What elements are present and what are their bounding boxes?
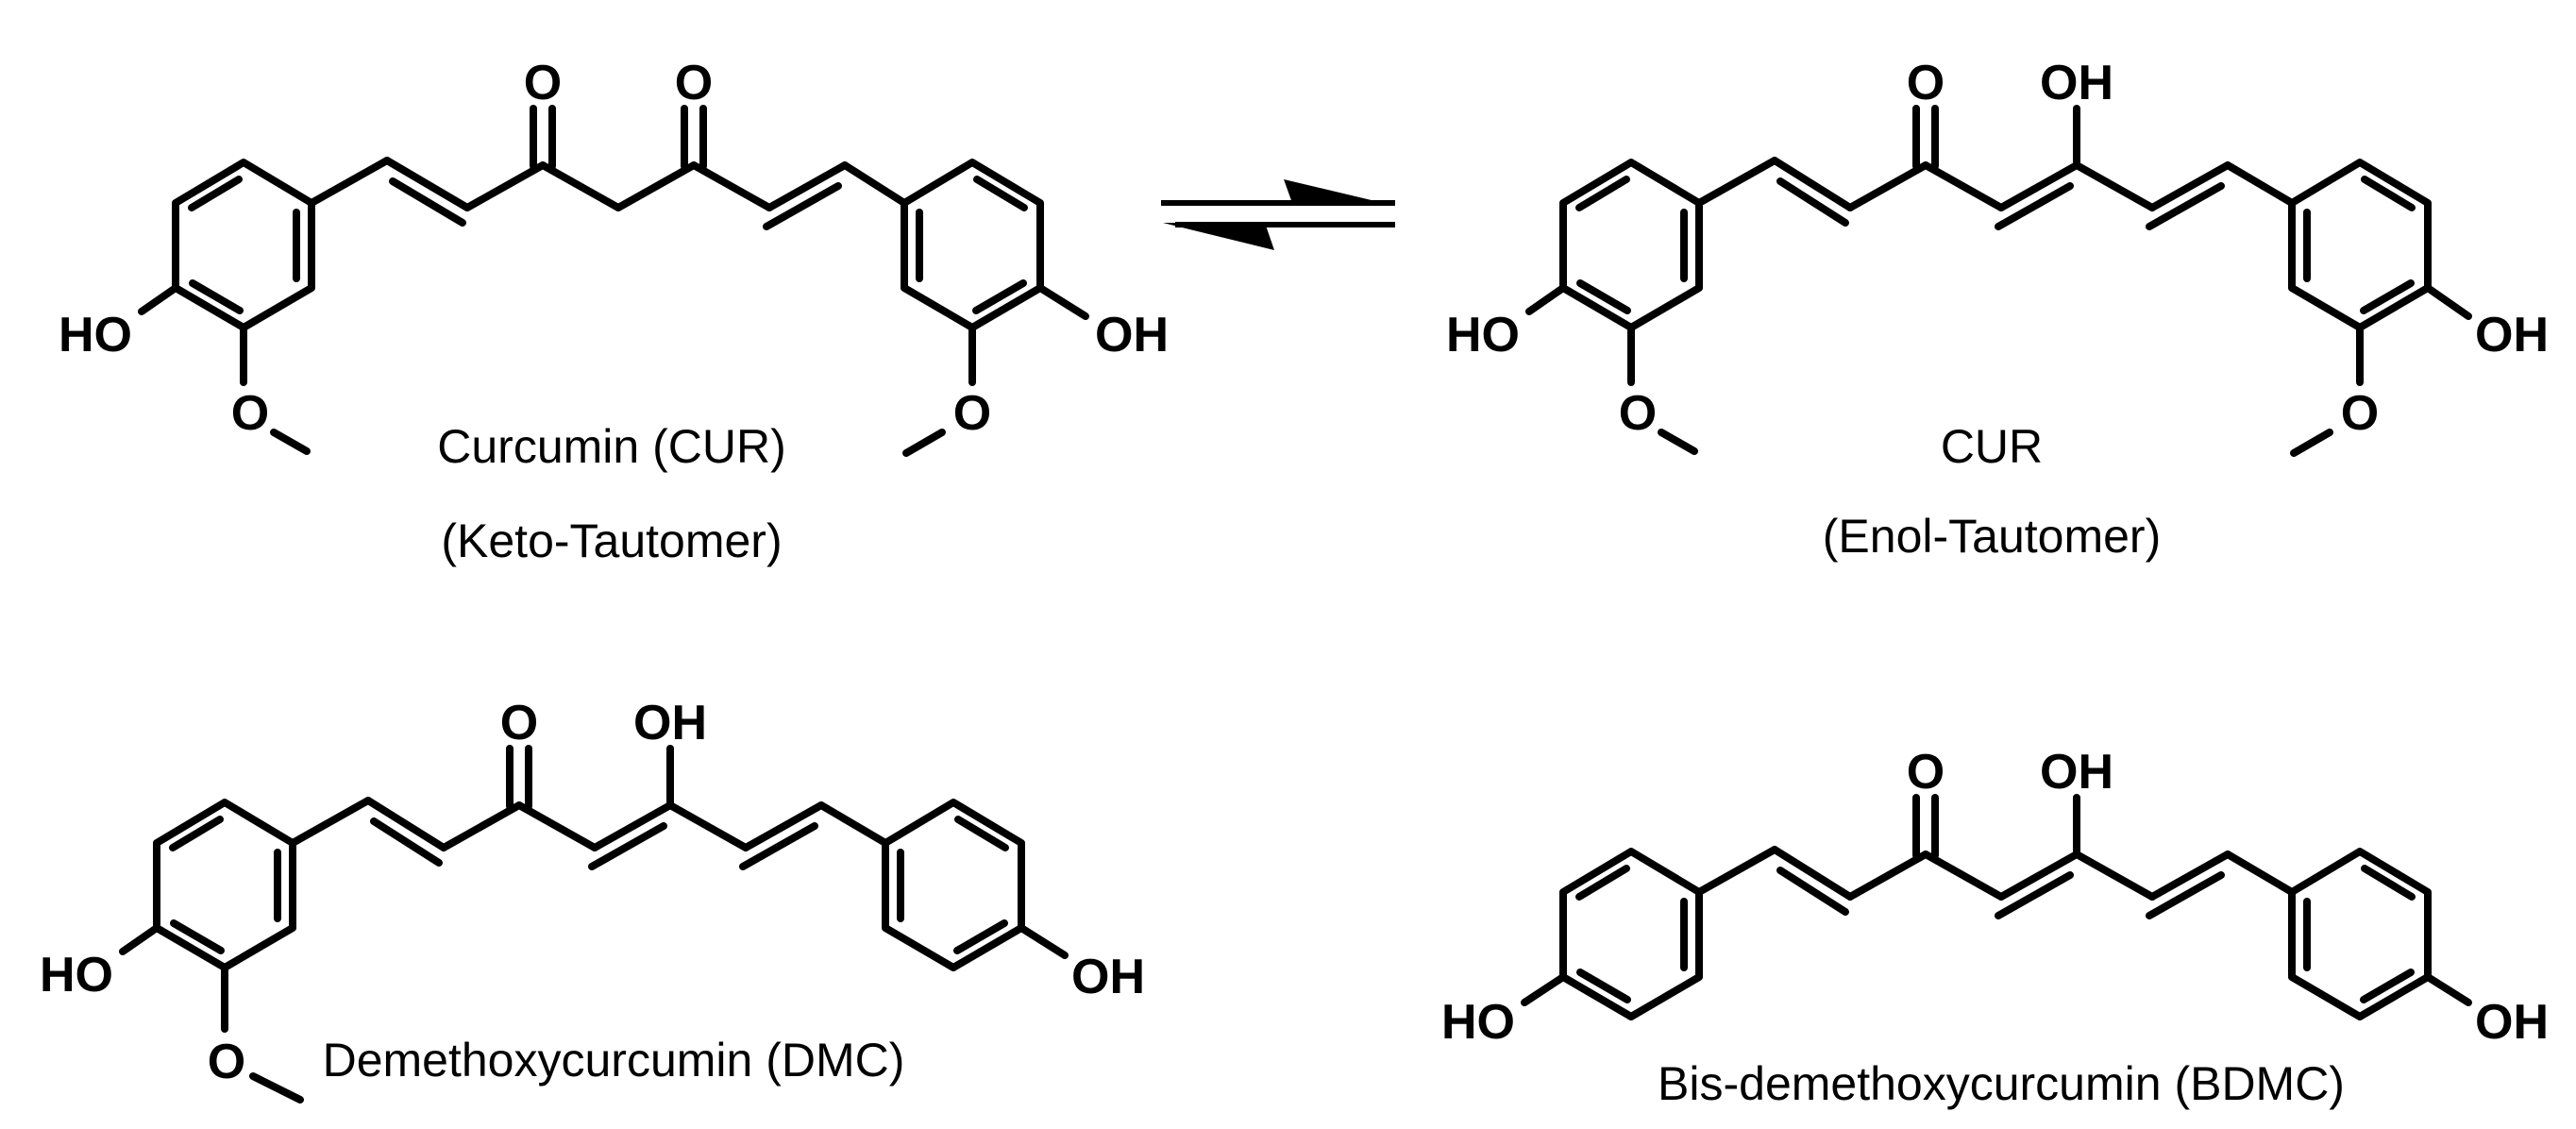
caption-line-2: (Enol-Tautomer): [1823, 510, 2161, 563]
methoxy-o: O: [208, 1035, 245, 1089]
bond-skeleton: [1525, 105, 2472, 457]
bond-skeleton: [138, 105, 1089, 457]
methoxy-right-o: O: [2341, 386, 2379, 441]
equilibrium-arrow: [1161, 179, 1395, 250]
methoxy-left-o: O: [231, 386, 269, 441]
hydroxyl-right: OH: [2475, 995, 2549, 1050]
enol-oh: OH: [2040, 56, 2113, 110]
caption-line-1: Bis-demethoxycurcumin (BDMC): [1658, 1057, 2345, 1110]
atom-labels: O OH HO OH O: [40, 696, 1145, 1089]
carbonyl-o: O: [1907, 745, 1945, 800]
molecule-demethoxycurcumin: O OH HO OH O Demethoxycurcumin (DMC): [40, 696, 1145, 1104]
caption-line-1: Curcumin (CUR): [437, 420, 785, 473]
carbonyl-left-o: O: [524, 56, 562, 110]
caption-line-2: (Keto-Tautomer): [441, 514, 782, 567]
carbonyl-o: O: [500, 696, 538, 750]
carbonyl-o: O: [1907, 56, 1945, 110]
molecule-curcumin-keto: O O HO OH O O Curcumin (CUR) (Keto-Tauto…: [59, 56, 1169, 567]
enol-oh: OH: [633, 696, 707, 750]
hydroxyl-right: OH: [2475, 308, 2549, 362]
bond-skeleton: [119, 745, 1069, 1104]
hydroxyl-left: HO: [40, 948, 113, 1003]
hydroxyl-right: OH: [1095, 308, 1169, 362]
enol-oh: OH: [2040, 745, 2113, 800]
atom-labels: O O HO OH O O: [59, 56, 1169, 441]
caption-line-1: CUR: [1941, 420, 2043, 473]
atom-labels: O OH HO OH O O: [1446, 56, 2549, 441]
hydroxyl-left: HO: [59, 308, 132, 362]
atom-labels: O OH HO OH: [1441, 745, 2549, 1050]
hydroxyl-right: OH: [1071, 950, 1145, 1004]
molecule-curcumin-enol: O OH HO OH O O CUR (Enol-Tautomer): [1446, 56, 2549, 563]
hydroxyl-left: HO: [1446, 308, 1520, 362]
caption-line-1: Demethoxycurcumin (DMC): [323, 1034, 905, 1087]
molecule-bis-demethoxycurcumin: O OH HO OH Bis-demethoxycurcumin (BDMC): [1441, 745, 2549, 1110]
carbonyl-right-o: O: [675, 56, 713, 110]
methoxy-right-o: O: [953, 386, 991, 441]
methoxy-left-o: O: [1619, 386, 1657, 441]
hydroxyl-left: HO: [1441, 995, 1515, 1050]
bond-skeleton: [1521, 794, 2472, 1020]
